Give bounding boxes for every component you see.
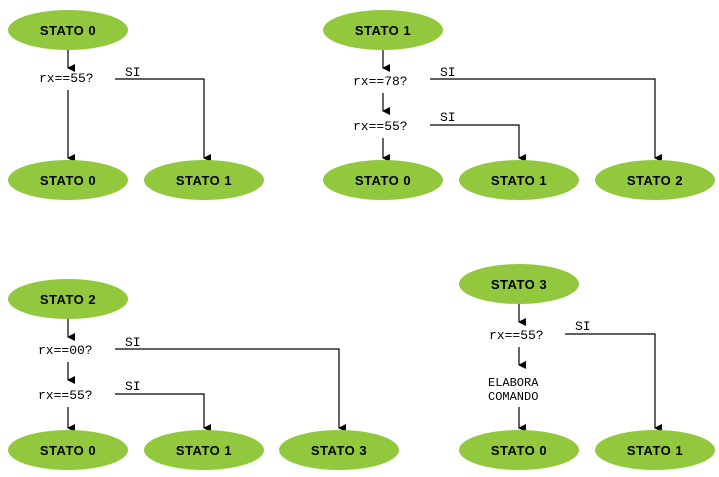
state-label: STATO 0 — [40, 23, 96, 38]
si-label: SI — [440, 65, 456, 80]
edge-si — [565, 333, 662, 432]
state-label: STATO 2 — [40, 292, 96, 307]
block-stato-3: STATO 3 rx==55? SI ELABORA COMANDO STATO… — [459, 264, 715, 470]
state-node-target — [144, 160, 264, 200]
si-label: SI — [125, 379, 141, 394]
state-label: STATO 0 — [491, 443, 547, 458]
edge-si — [115, 78, 211, 162]
state-node-start — [8, 10, 128, 50]
state-node-target — [8, 160, 128, 200]
condition-label: rx==55? — [38, 388, 93, 403]
state-label: STATO 1 — [176, 443, 232, 458]
condition-label: rx==55? — [353, 119, 408, 134]
state-node-target — [323, 160, 443, 200]
state-label: STATO 1 — [491, 173, 547, 188]
state-label: STATO 0 — [40, 173, 96, 188]
condition-label: rx==55? — [489, 328, 544, 343]
action-label-line-2: COMANDO — [488, 390, 538, 404]
state-label: STATO 2 — [627, 173, 683, 188]
edge-si — [430, 78, 662, 162]
state-node-start — [323, 10, 443, 50]
state-label: STATO 3 — [311, 443, 367, 458]
edge-si — [115, 393, 211, 432]
state-label: STATO 1 — [627, 443, 683, 458]
state-label: STATO 1 — [176, 173, 232, 188]
state-label: STATO 0 — [40, 443, 96, 458]
condition-label: rx==00? — [38, 343, 93, 358]
state-label: STATO 0 — [355, 173, 411, 188]
state-node-target — [144, 430, 264, 470]
si-label: SI — [125, 335, 141, 350]
state-label: STATO 3 — [491, 277, 547, 292]
si-label: SI — [440, 110, 456, 125]
edge-si — [430, 124, 526, 162]
action-label-line-1: ELABORA — [488, 376, 539, 390]
state-node-target — [459, 430, 579, 470]
condition-label: rx==55? — [39, 71, 94, 86]
si-label: SI — [575, 319, 591, 334]
state-node-target — [595, 430, 715, 470]
state-label: STATO 1 — [355, 23, 411, 38]
block-stato-2: STATO 2 rx==00? SI rx==55? SI STATO 0 ST… — [8, 279, 399, 470]
state-node-target — [459, 160, 579, 200]
block-stato-1: STATO 1 rx==78? SI rx==55? SI STATO 0 ST… — [323, 10, 715, 200]
state-node-start — [8, 279, 128, 319]
edge-si — [115, 348, 346, 432]
si-label: SI — [125, 65, 141, 80]
state-node-target — [279, 430, 399, 470]
state-node-target — [8, 430, 128, 470]
state-node-start — [459, 264, 579, 304]
block-stato-0: STATO 0 rx==55? SI STATO 0 STATO 1 — [8, 10, 264, 200]
condition-label: rx==78? — [353, 74, 408, 89]
state-node-target — [595, 160, 715, 200]
